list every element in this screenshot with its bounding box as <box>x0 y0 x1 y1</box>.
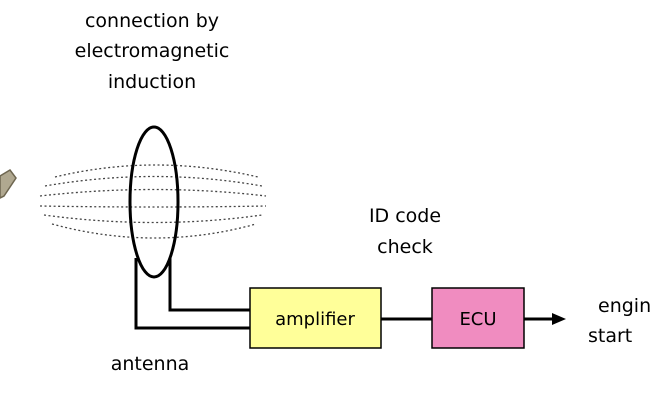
induction-label-line1: connection by <box>85 10 219 32</box>
antenna-lead-inner <box>168 258 250 312</box>
antenna-label: antenna <box>111 353 190 375</box>
key-icon <box>0 169 17 199</box>
amplifier-block <box>249 287 382 349</box>
amplifier-label: amplifier <box>275 309 355 330</box>
id-check-label-line1: ID code <box>369 205 441 227</box>
ecu-label: ECU <box>459 309 496 330</box>
induction-label-line3: induction <box>108 71 196 93</box>
engine-start-arrowhead <box>552 313 566 325</box>
antenna-coil <box>128 125 180 279</box>
induction-label-line2: electromagnetic <box>75 40 230 62</box>
antenna-lead-outer <box>134 258 250 330</box>
magnetic-field-lines <box>39 164 267 239</box>
id-check-label-line2: check <box>377 236 433 258</box>
engine-label-line2: start <box>588 325 632 347</box>
ecu-block <box>431 287 525 349</box>
engine-label-line1: engine <box>598 295 652 317</box>
